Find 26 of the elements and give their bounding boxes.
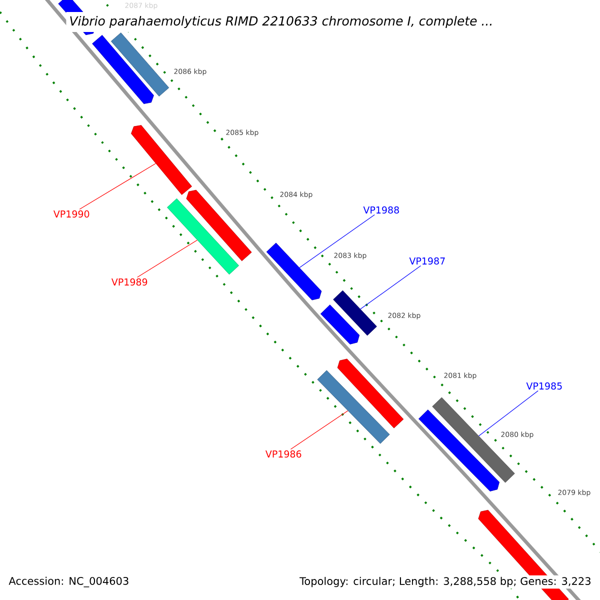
- gene-label: VP1988: [363, 206, 399, 214]
- gene-feature: [92, 34, 154, 104]
- gene-feature: [333, 290, 377, 336]
- gene-label: VP1987: [409, 257, 445, 265]
- gene-feature: [266, 242, 322, 300]
- leader-line: [290, 410, 348, 450]
- gene-label: VP1986: [265, 450, 302, 458]
- gene-feature: [320, 304, 360, 344]
- gene-label: VP1985: [526, 382, 562, 390]
- gene-label: VP1990: [53, 210, 90, 218]
- gene-feature: [317, 370, 390, 444]
- gene-feature: [186, 190, 252, 262]
- leader-line: [79, 163, 156, 210]
- gene-feature: [418, 410, 500, 492]
- gene-label: VP1989: [111, 278, 148, 286]
- leader-line: [478, 390, 538, 436]
- title: Vibrio parahaemolyticus RIMD 2210633 chromosome I, complete ...: [66, 12, 496, 32]
- leader-line: [299, 214, 375, 268]
- leader-line: [360, 266, 422, 310]
- gene-feature: [337, 358, 404, 428]
- gene-feature: [131, 125, 192, 195]
- gene-feature: [167, 198, 239, 275]
- summary-text: Topology: circular; Length: 3,288,558 bp; Genes: 3,223: [298, 575, 593, 589]
- gene-feature: [110, 32, 170, 96]
- accession-text: Accession: NC_004603: [7, 575, 131, 589]
- leader-line: [137, 240, 198, 278]
